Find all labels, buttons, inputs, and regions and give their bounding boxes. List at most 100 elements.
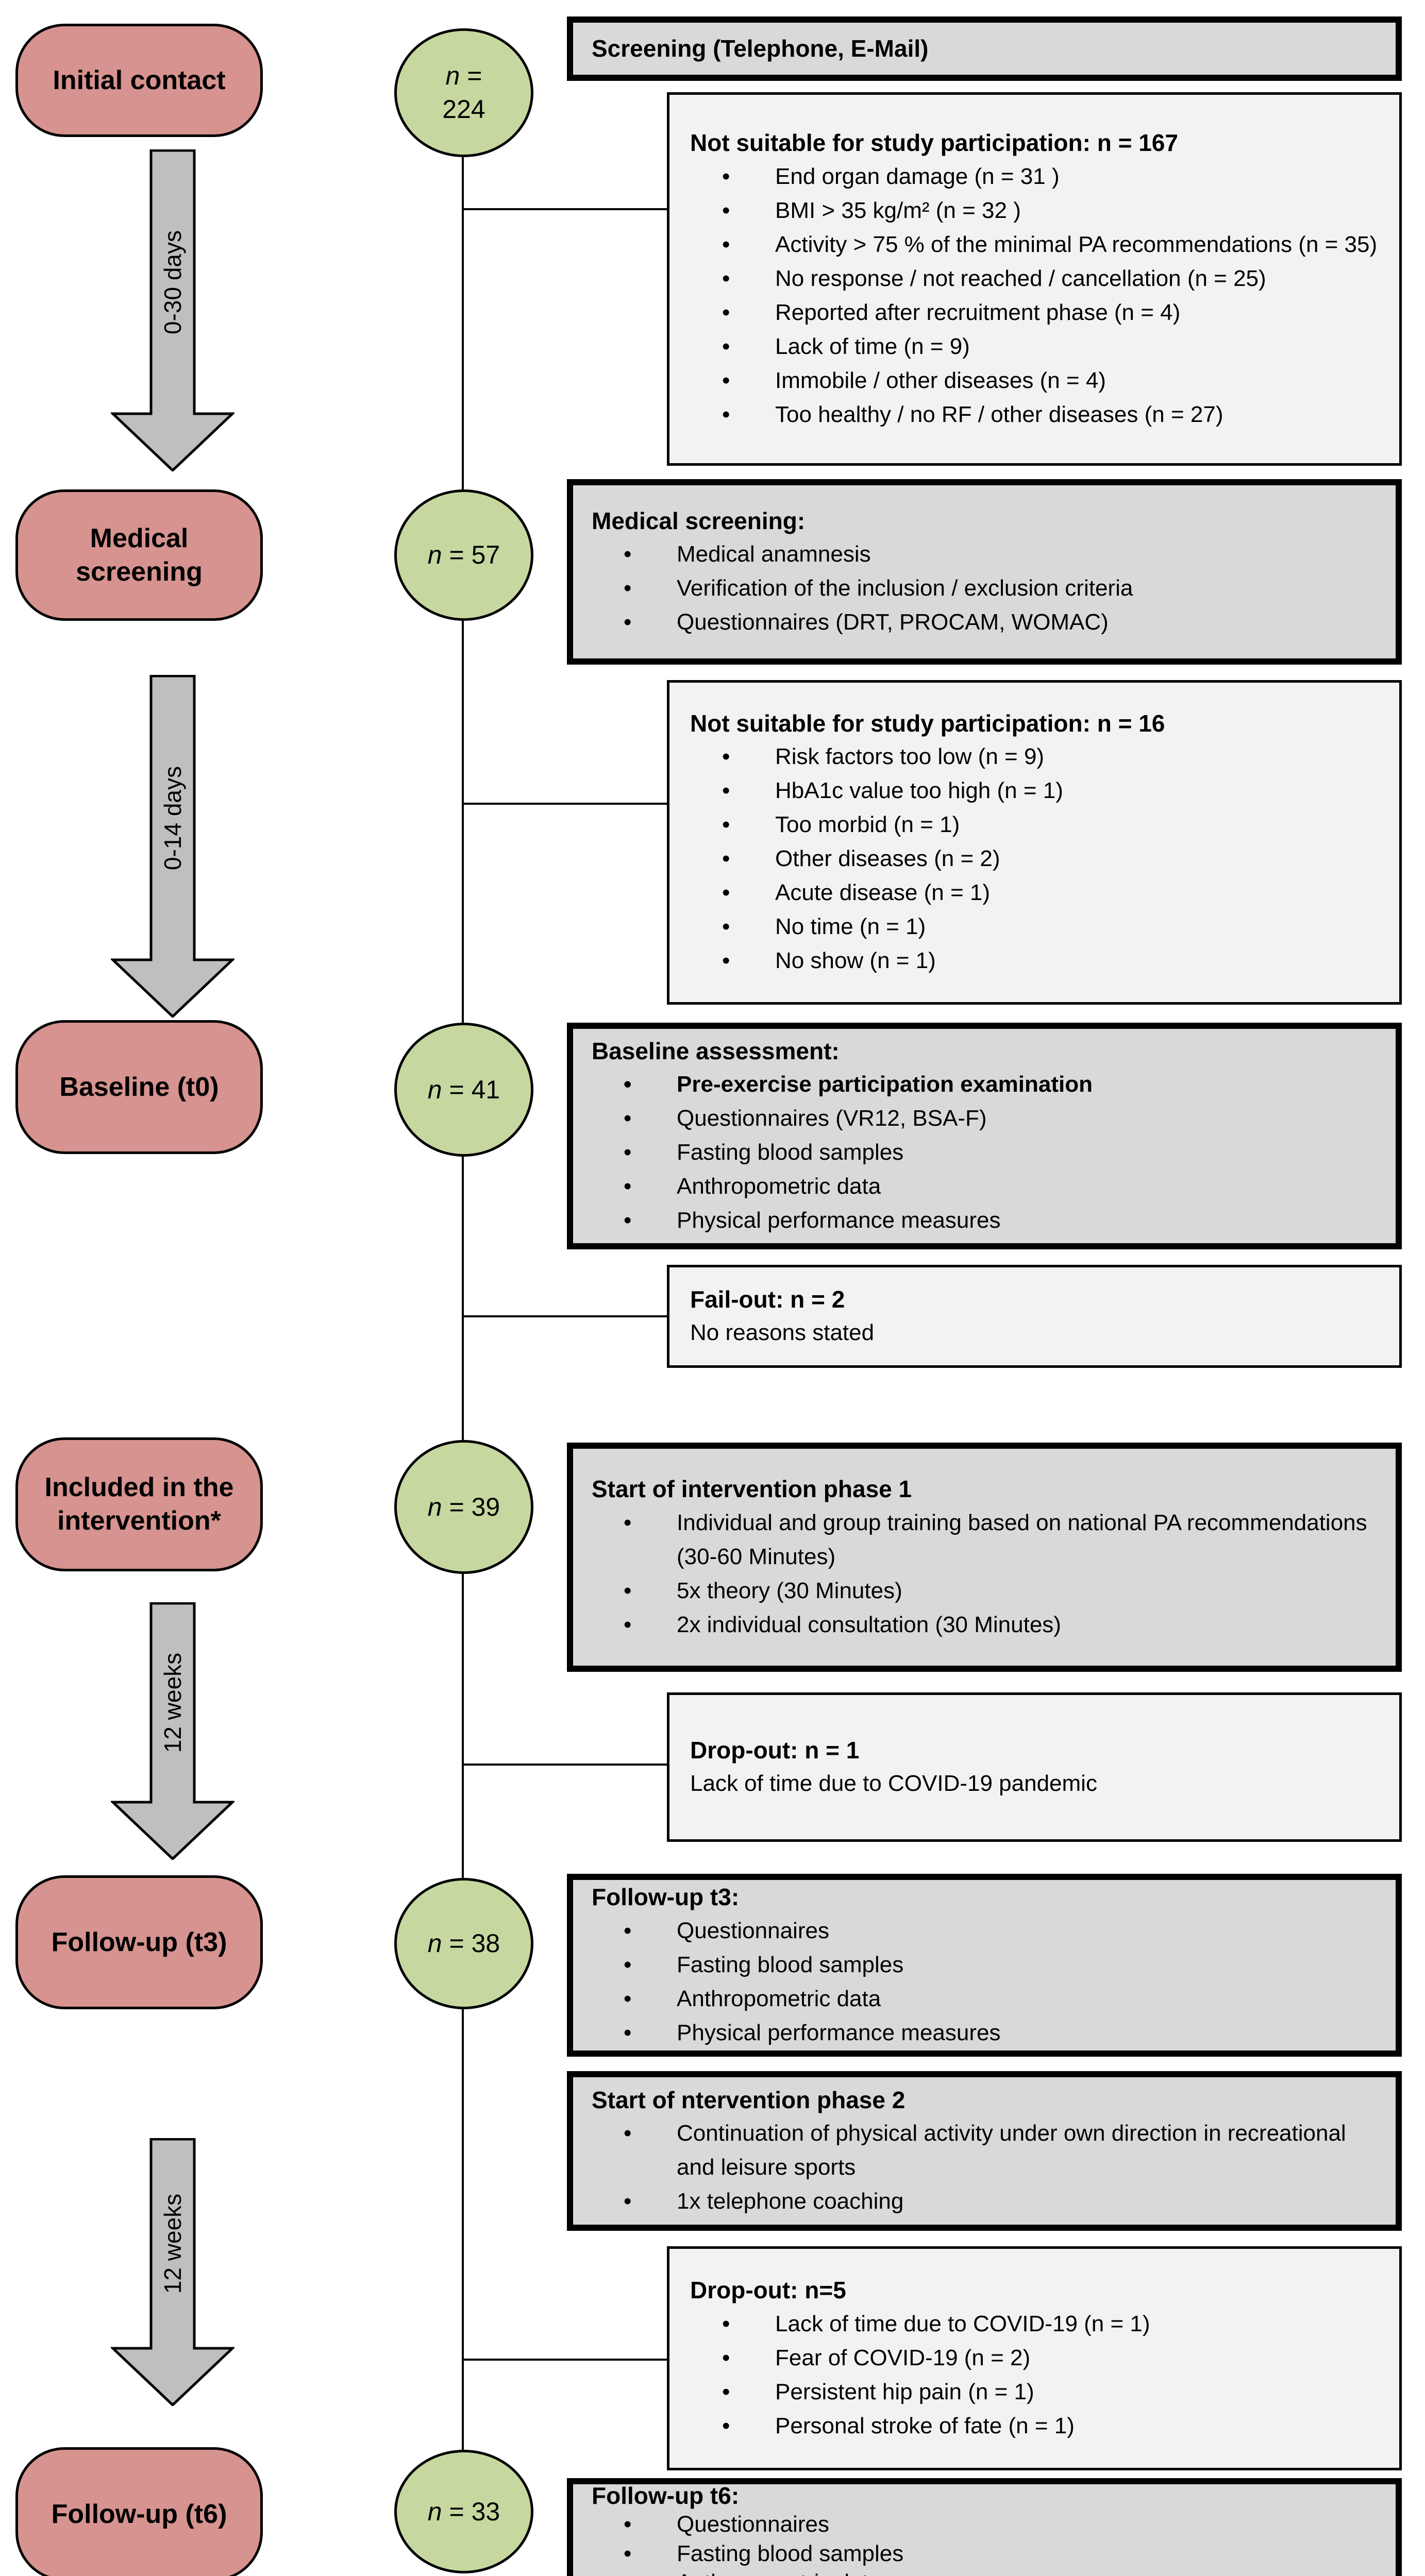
box-title: Follow-up t6:	[592, 2482, 740, 2510]
count-ellipse-n41: n = 41	[394, 1023, 533, 1157]
list-item: Risk factors too low (n = 9)	[690, 740, 1379, 774]
list-item: Physical performance measures	[592, 2016, 1377, 2050]
list-item: Too healthy / no RF / other diseases (n …	[690, 398, 1379, 432]
duration-arrow-label: 0-30 days	[159, 230, 186, 334]
box-baseline-assessment: Baseline assessment: Pre-exercise partic…	[567, 1023, 1402, 1249]
box-title: Drop-out: n=5	[690, 2277, 846, 2304]
box-title: Screening (Telephone, E-Mail)	[592, 35, 929, 62]
list-item: Persistent hip pain (n = 1)	[690, 2375, 1379, 2409]
box-follow-up-t6: Follow-up t6: Questionnaires Fasting blo…	[567, 2478, 1402, 2576]
box-title: Not suitable for study participation: n …	[690, 129, 1178, 157]
box-title: Baseline assessment:	[592, 1037, 840, 1064]
duration-arrow-12-weeks-2: 12 weeks	[111, 2138, 234, 2406]
list-item: Questionnaires	[592, 2510, 1377, 2539]
list-item: Anthropometric data	[592, 2568, 1377, 2576]
count-ellipse-n39: n = 39	[394, 1440, 533, 1574]
connector-branch-fail-out	[463, 1315, 669, 1317]
stage-follow-up-t6: Follow-up (t6)	[15, 2447, 263, 2576]
box-title: Not suitable for study participation: n …	[690, 709, 1165, 737]
list-item: Fasting blood samples	[592, 1948, 1377, 1982]
list-item: Fear of COVID-19 (n = 2)	[690, 2341, 1379, 2375]
box-not-suitable-167: Not suitable for study participation: n …	[667, 92, 1402, 466]
reason-list: End organ damage (n = 31 ) BMI > 35 kg/m…	[690, 160, 1379, 432]
box-screening-header: Screening (Telephone, E-Mail)	[567, 16, 1402, 81]
duration-arrow-0-30-days: 0-30 days	[111, 149, 234, 471]
list-item: Verification of the inclusion / exclusio…	[592, 571, 1377, 605]
connector-branch-drop-out-1	[463, 1764, 669, 1766]
box-medical-screening: Medical screening: Medical anamnesis Ver…	[567, 479, 1402, 665]
stage-follow-up-t3: Follow-up (t3)	[15, 1875, 263, 2009]
box-not-suitable-16: Not suitable for study participation: n …	[667, 680, 1402, 1005]
list-item: BMI > 35 kg/m² (n = 32 )	[690, 194, 1379, 228]
box-title: Medical screening:	[592, 507, 806, 534]
list-item: No show (n = 1)	[690, 944, 1379, 978]
list-item: Questionnaires (VR12, BSA-F)	[592, 1101, 1377, 1136]
list-item: Activity > 75 % of the minimal PA recomm…	[690, 228, 1379, 262]
box-title: Start of intervention phase 1	[592, 1476, 912, 1503]
connector-spine	[462, 88, 464, 2499]
box-title: Follow-up t3:	[592, 1884, 740, 1911]
box-title: Start of ntervention phase 2	[592, 2086, 906, 2113]
stage-label: Baseline (t0)	[59, 1072, 219, 1102]
list-item: 1x telephone coaching	[592, 2184, 1377, 2218]
list-item: No time (n = 1)	[690, 910, 1379, 944]
list-item: 2x individual consultation (30 Minutes)	[592, 1608, 1377, 1642]
stage-label: Follow-up (t6)	[51, 2499, 227, 2529]
list-item: Other diseases (n = 2)	[690, 842, 1379, 876]
list-item: Continuation of physical activity under …	[592, 2116, 1377, 2184]
procedure-list: Individual and group training based on n…	[592, 1506, 1377, 1642]
box-note: Lack of time due to COVID-19 pandemic	[690, 1771, 1097, 1797]
connector-branch-not-suitable-16	[463, 803, 669, 805]
list-item: 5x theory (30 Minutes)	[592, 1574, 1377, 1608]
duration-arrow-label: 12 weeks	[159, 1652, 186, 1753]
reason-list: Lack of time due to COVID-19 (n = 1) Fea…	[690, 2307, 1379, 2443]
count-ellipse-n33: n = 33	[394, 2450, 533, 2573]
list-item: Lack of time (n = 9)	[690, 330, 1379, 364]
list-item: Pre-exercise participation examination	[592, 1067, 1377, 1101]
list-item: Fasting blood samples	[592, 1136, 1377, 1170]
box-fail-out: Fail-out: n = 2 No reasons stated	[667, 1265, 1402, 1368]
list-item: HbA1c value too high (n = 1)	[690, 774, 1379, 808]
down-arrow-icon	[111, 149, 234, 471]
stage-label: Initial contact	[53, 65, 226, 95]
stage-label: Follow-up (t3)	[51, 1927, 227, 1957]
list-item: Anthropometric data	[592, 1170, 1377, 1204]
stage-label: Included in the intervention*	[44, 1472, 234, 1536]
list-item: Individual and group training based on n…	[592, 1506, 1377, 1574]
stage-medical-screening: Medical screening	[15, 489, 263, 621]
list-item: Fasting blood samples	[592, 2539, 1377, 2569]
box-drop-out-5: Drop-out: n=5 Lack of time due to COVID-…	[667, 2246, 1402, 2470]
box-drop-out-1: Drop-out: n = 1 Lack of time due to COVI…	[667, 1692, 1402, 1842]
duration-arrow-0-14-days: 0-14 days	[111, 675, 234, 1018]
connector-branch-not-suitable-167	[463, 208, 669, 210]
list-item: Reported after recruitment phase (n = 4)	[690, 296, 1379, 330]
count-line: n = 33	[427, 2497, 500, 2526]
down-arrow-icon	[111, 1602, 234, 1860]
count-ellipse-n38: n = 38	[394, 1878, 533, 2009]
procedure-list: Questionnaires Fasting blood samples Ant…	[592, 2510, 1377, 2576]
procedure-list: Pre-exercise participation examination Q…	[592, 1067, 1377, 1238]
box-note: No reasons stated	[690, 1320, 875, 1346]
list-item: Acute disease (n = 1)	[690, 876, 1379, 910]
list-item: Questionnaires (DRT, PROCAM, WOMAC)	[592, 605, 1377, 639]
list-item: End organ damage (n = 31 )	[690, 160, 1379, 194]
down-arrow-icon	[111, 2138, 234, 2406]
box-follow-up-t3: Follow-up t3: Questionnaires Fasting blo…	[567, 1874, 1402, 2057]
list-item: Personal stroke of fate (n = 1)	[690, 2409, 1379, 2443]
stage-baseline-t0: Baseline (t0)	[15, 1020, 263, 1154]
box-intervention-phase-1: Start of intervention phase 1 Individual…	[567, 1443, 1402, 1672]
list-item: Medical anamnesis	[592, 537, 1377, 571]
count-line: n = 38	[427, 1929, 500, 1958]
duration-arrow-label: 12 weeks	[159, 2193, 186, 2294]
box-intervention-phase-2: Start of ntervention phase 2 Continuatio…	[567, 2071, 1402, 2231]
count-line: n =	[445, 61, 482, 90]
count-line: n = 57	[427, 540, 500, 569]
count-ellipse-n57: n = 57	[394, 489, 533, 621]
duration-arrow-12-weeks-1: 12 weeks	[111, 1602, 234, 1860]
procedure-list: Medical anamnesis Verification of the in…	[592, 537, 1377, 639]
count-ellipse-n224: n = 224	[394, 28, 533, 157]
box-title: Fail-out: n = 2	[690, 1285, 845, 1313]
duration-arrow-label: 0-14 days	[159, 766, 186, 870]
count-line: n = 41	[427, 1075, 500, 1104]
